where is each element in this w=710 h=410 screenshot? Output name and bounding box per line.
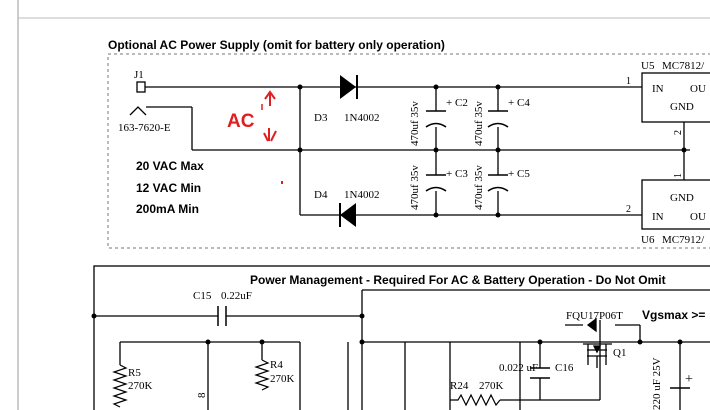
spec-max-voltage: 20 VAC Max xyxy=(136,159,204,173)
capacitor-c2-ref: C2 xyxy=(455,97,468,109)
regulator-u6-pin2-num: 2 xyxy=(626,204,631,215)
ac-wires xyxy=(191,86,690,216)
spec-min-current: 200mA Min xyxy=(136,202,199,216)
capacitor-c15-value: 0.22uF xyxy=(221,290,252,302)
pm-section-title: Power Management - Required For AC & Bat… xyxy=(250,273,666,287)
capacitor-220uf-plus: + xyxy=(685,372,693,387)
ac-annotation-label: AC xyxy=(227,111,255,132)
capacitor-c16-symbol xyxy=(530,367,550,379)
diode-d4-symbol xyxy=(339,203,356,227)
regulator-u6-pin-gnd: GND xyxy=(670,192,694,204)
diode-d3-symbol xyxy=(340,75,358,99)
pm-section-box xyxy=(93,265,710,410)
regulator-u5-ref: U5 xyxy=(641,60,655,72)
j1-part: 163-7620-E xyxy=(118,122,171,134)
diode-d4-part: 1N4002 xyxy=(344,189,379,201)
regulator-u6-pin-out: OU xyxy=(690,211,706,223)
diode-d3-part: 1N4002 xyxy=(344,112,379,124)
capacitor-c16-value: 0.022 uF xyxy=(499,362,538,374)
capacitor-c15-ref: C15 xyxy=(193,290,212,302)
capacitor-c5-ref: C5 xyxy=(517,168,530,180)
capacitor-c15-symbol xyxy=(217,306,227,326)
ac-mark-dot xyxy=(281,181,283,184)
ic-pin8-num: 8 xyxy=(196,392,208,398)
regulator-u5-body xyxy=(641,72,710,123)
regulator-u6-pin-in: IN xyxy=(652,211,664,223)
regulator-u5-pin-out: OU xyxy=(690,83,706,95)
capacitor-c4-symbol xyxy=(487,110,509,128)
regulator-u5-pin-gnd: GND xyxy=(670,101,694,113)
regulator-u6-body xyxy=(641,179,710,230)
capacitor-220uf-value: 220 uF 25V xyxy=(651,357,663,410)
resistor-r5-value: 270K xyxy=(128,380,153,392)
regulator-u5-part: MC7812/ xyxy=(662,60,705,72)
ac-up-arrow-icon xyxy=(264,90,276,106)
capacitor-c2-value: 470uf 35v xyxy=(409,101,421,146)
resistor-r4-value: 270K xyxy=(270,373,295,385)
capacitor-c4-value: 470uf 35v xyxy=(473,101,485,146)
dc-jack-symbol xyxy=(129,81,192,116)
capacitor-c3-value: 470uf 35v xyxy=(409,165,421,210)
power-management-section: Power Management - Required For AC & Bat… xyxy=(91,265,710,410)
spec-min-voltage: 12 VAC Min xyxy=(136,181,201,195)
pm-junction-dots xyxy=(91,313,683,345)
resistor-r5-symbol xyxy=(112,364,128,408)
capacitor-c2-symbol xyxy=(425,110,447,128)
regulator-u6-pin1-num: 1 xyxy=(673,173,684,178)
resistor-r4-ref: R4 xyxy=(270,359,283,371)
capacitor-c5-plus: + xyxy=(508,168,514,180)
resistor-r5-ref: R5 xyxy=(128,367,141,379)
capacitor-c3-ref: C3 xyxy=(455,168,468,180)
resistor-r24-value: 270K xyxy=(479,380,504,392)
mosfet-q1-ref: Q1 xyxy=(613,347,626,359)
capacitor-c5-symbol xyxy=(487,174,509,192)
mosfet-q1-part: FQU17P06T xyxy=(566,310,623,322)
ac-junction-dots xyxy=(297,84,687,218)
ac-power-supply-section: Optional AC Power Supply (omit for batte… xyxy=(107,38,710,249)
regulator-u6-ref: U6 xyxy=(641,234,655,246)
ac-section-dashed-box xyxy=(107,53,710,249)
capacitor-c4-ref: C4 xyxy=(517,97,530,109)
regulator-u6-part: MC7912/ xyxy=(662,234,705,246)
regulator-u5-pin2-num: 2 xyxy=(673,130,684,135)
regulator-u5-pin-in: IN xyxy=(652,83,664,95)
capacitor-c2-plus: + xyxy=(446,97,452,109)
resistor-r24-symbol xyxy=(450,393,501,407)
diode-d3-ref: D3 xyxy=(314,112,328,124)
resistor-r24-ref: R24 xyxy=(450,380,469,392)
capacitor-c4-plus: + xyxy=(508,97,514,109)
capacitor-c5-value: 470uf 35v xyxy=(473,165,485,210)
mosfet-q1-vgs-note: Vgsmax >= xyxy=(642,308,705,322)
resistor-r4-symbol xyxy=(254,359,270,391)
capacitor-c3-plus: + xyxy=(446,168,452,180)
j1-ref: J1 xyxy=(134,69,144,81)
capacitor-c3-symbol xyxy=(425,174,447,192)
ac-section-title: Optional AC Power Supply (omit for batte… xyxy=(108,38,445,52)
capacitor-c16-ref: C16 xyxy=(555,362,574,374)
regulator-u5-pin1-num: 1 xyxy=(626,76,631,87)
ac-down-arrow-icon xyxy=(263,128,277,142)
mosfet-q1-symbol xyxy=(583,317,612,368)
diode-d4-ref: D4 xyxy=(314,189,328,201)
